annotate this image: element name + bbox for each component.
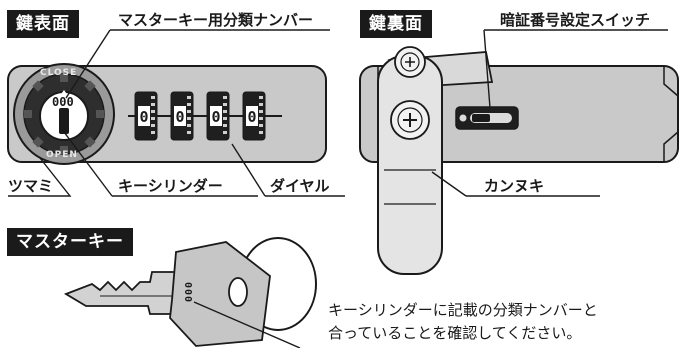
front-section-tag: 鍵表面 bbox=[7, 10, 79, 38]
dial-digit: 0 bbox=[175, 108, 184, 126]
note-line-2: 合っていることを確認してください。 bbox=[328, 324, 582, 342]
code-switch-label: 暗証番号設定スイッチ bbox=[500, 11, 651, 29]
master-key bbox=[63, 237, 317, 347]
note-line-1: キーシリンダーに記載の分類ナンバーと bbox=[328, 301, 598, 319]
class-number: 000 bbox=[52, 95, 74, 109]
dial-2[interactable]: 0 bbox=[170, 91, 194, 141]
close-text: CLOSE bbox=[40, 68, 78, 78]
dial-1[interactable]: 0 bbox=[134, 91, 158, 141]
knob[interactable] bbox=[13, 63, 115, 165]
note-leader-line bbox=[193, 301, 301, 348]
open-text: OPEN bbox=[46, 150, 78, 160]
code-switch[interactable] bbox=[455, 106, 519, 130]
dial-digit: 0 bbox=[247, 108, 256, 126]
key-cylinder-label: キーシリンダー bbox=[118, 177, 223, 195]
latch-label: カンヌキ bbox=[484, 177, 545, 195]
dial-digit: 0 bbox=[211, 108, 220, 126]
dial-label: ダイヤル bbox=[270, 177, 330, 195]
master-key-number-label: マスターキー用分類ナンバー bbox=[118, 11, 314, 29]
dial-3[interactable]: 0 bbox=[206, 91, 230, 141]
masterkey-section-tag: マスターキー bbox=[7, 228, 133, 256]
dial-digit: 0 bbox=[139, 108, 148, 126]
knob-label: ツマミ bbox=[8, 177, 54, 195]
dial-4[interactable]: 0 bbox=[242, 91, 266, 141]
back-section-tag: 鍵裏面 bbox=[360, 10, 432, 38]
front-leader-lines bbox=[8, 29, 345, 197]
key-number: 000 bbox=[182, 282, 193, 304]
back-leader-lines bbox=[431, 29, 668, 197]
latch[interactable] bbox=[377, 46, 494, 275]
